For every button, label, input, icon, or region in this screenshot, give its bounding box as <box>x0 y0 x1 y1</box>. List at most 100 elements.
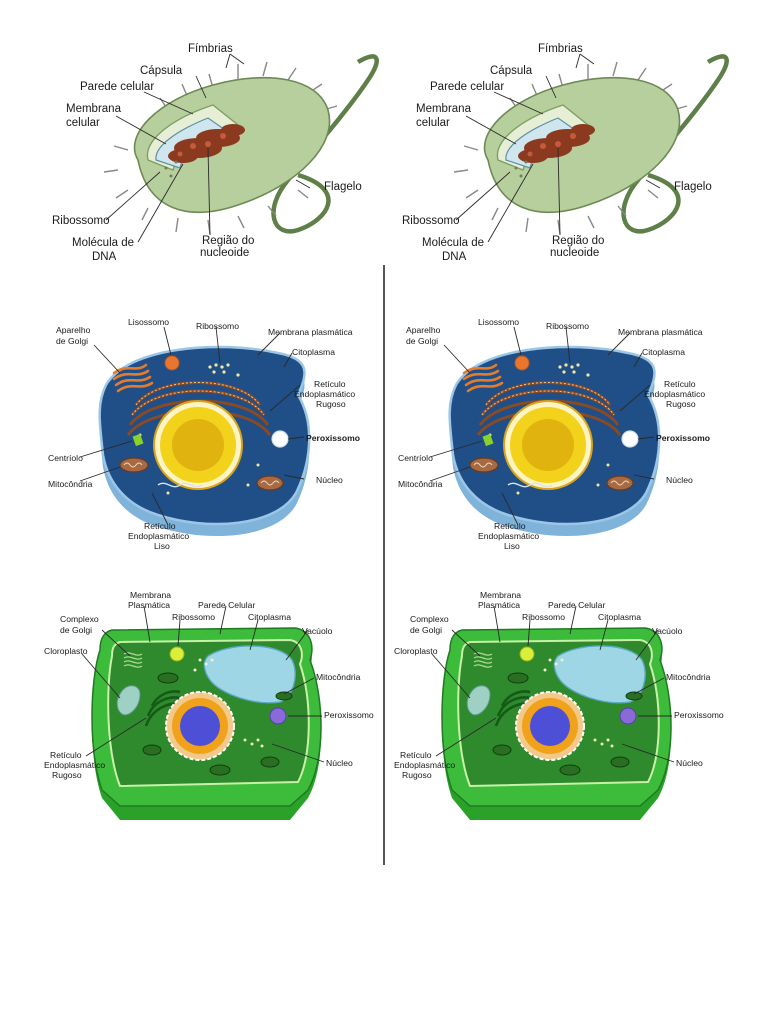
label-membrana-2: Plasmática <box>128 600 170 610</box>
golgi-apparatus <box>112 363 154 393</box>
label-ribossomo: Ribossomo <box>402 215 460 227</box>
label-parede-celular: Parede Celular <box>548 600 605 610</box>
label-rer-1: Retículo <box>50 750 82 760</box>
label-golgi-2: de Golgi <box>410 625 442 635</box>
label-vacuolo: Vacúolo <box>652 626 683 636</box>
label-membrana-plasmatica: Membrana plasmática <box>618 327 703 337</box>
bacteria-leaders <box>105 53 311 243</box>
label-membrana-1: Membrana <box>480 590 521 600</box>
mitochondria <box>119 457 284 491</box>
label-golgi-2: de Golgi <box>56 336 88 346</box>
label-ribossomo: Ribossomo <box>546 321 589 331</box>
label-dna-1: Molécula de <box>422 237 484 249</box>
centriole <box>132 433 144 447</box>
vacuole <box>553 645 646 704</box>
label-rer-3: Rugoso <box>666 399 696 409</box>
plant-ribosomes <box>543 658 614 748</box>
label-membrana-1: Membrana <box>66 103 122 115</box>
label-rer-2: Endoplasmático <box>294 389 355 399</box>
chloroplast <box>116 685 141 716</box>
label-citoplasma: Citoplasma <box>292 347 335 357</box>
label-rer-2: Endoplasmático <box>44 760 105 770</box>
smooth-er <box>507 482 553 488</box>
label-peroxissomo: Peroxissomo <box>656 433 710 443</box>
vacuole <box>203 645 296 704</box>
label-membrana-2: Plasmática <box>478 600 520 610</box>
label-rer-3: Rugoso <box>52 770 82 780</box>
nucleoid-dna-highlights <box>177 133 226 157</box>
label-citoplasma: Citoplasma <box>642 347 685 357</box>
animal-ribosomes <box>138 363 260 495</box>
bacteria-svg: Fímbrias Cápsula Parede celular Membrana… <box>402 43 729 263</box>
label-ribossomo: Ribossomo <box>196 321 239 331</box>
label-dna-2: DNA <box>442 251 467 263</box>
ribosomes <box>164 160 178 178</box>
rough-er-ribosomes <box>131 382 265 416</box>
plant-leaders <box>81 605 325 763</box>
bacteria-diagram-right: Fímbrias Cápsula Parede celular Membrana… <box>398 40 738 265</box>
label-parede-celular: Parede celular <box>430 81 504 93</box>
label-membrana-1: Membrana <box>130 590 171 600</box>
label-golgi-2: de Golgi <box>406 336 438 346</box>
plant-peroxisome <box>269 707 287 725</box>
label-rel-1: Retículo <box>144 521 176 531</box>
label-golgi-2: de Golgi <box>60 625 92 635</box>
label-capsula: Cápsula <box>490 65 533 77</box>
chloroplast <box>466 685 491 716</box>
label-rer-1: Retículo <box>400 750 432 760</box>
label-golgi-1: Complexo <box>60 614 99 624</box>
label-dna-1: Molécula de <box>72 237 134 249</box>
plant-cell-svg: Membrana Plasmática Parede Celular Compl… <box>44 590 374 820</box>
plant-cell-svg: Membrana Plasmática Parede Celular Compl… <box>394 590 724 820</box>
label-rel-3: Liso <box>504 541 520 551</box>
animal-cell-diagram-right: Aparelho de Golgi Lisossomo Ribossomo Me… <box>398 315 718 555</box>
label-rel-2: Endoplasmático <box>478 531 539 541</box>
centriole <box>482 433 494 447</box>
label-citoplasma: Citoplasma <box>248 612 291 622</box>
label-citoplasma: Citoplasma <box>598 612 641 622</box>
plant-cell-diagram-right: Membrana Plasmática Parede Celular Compl… <box>390 590 724 830</box>
plant-vesicle <box>519 646 535 662</box>
label-rel-1: Retículo <box>494 521 526 531</box>
plant-peroxisome <box>619 707 637 725</box>
label-membrana-1: Membrana <box>416 103 472 115</box>
bacteria-diagram-left: Fímbrias Cápsula Parede celular Membrana… <box>48 40 388 265</box>
label-nucleoide-2: nucleoide <box>200 247 249 259</box>
label-membrana-2: celular <box>66 117 100 129</box>
label-rer-3: Rugoso <box>402 770 432 780</box>
label-fimbrias: Fímbrias <box>188 43 233 55</box>
label-rer-2: Endoplasmático <box>394 760 455 770</box>
label-lisossomo: Lisossomo <box>128 317 169 327</box>
nucleoid-dna <box>168 124 245 163</box>
plant-cell-diagram-left: Membrana Plasmática Parede Celular Compl… <box>40 590 374 830</box>
label-nucleoide-1: Região do <box>552 235 604 247</box>
label-rer-1: Retículo <box>664 379 696 389</box>
label-ribossomo: Ribossomo <box>522 612 565 622</box>
label-capsula: Cápsula <box>140 65 183 77</box>
plant-mitochondria <box>142 672 293 776</box>
plant-ribosomes <box>193 658 264 748</box>
label-nucleo: Núcleo <box>676 758 703 768</box>
label-mitocondria: Mitocôndria <box>48 479 93 489</box>
animal-leaders <box>79 326 305 526</box>
label-rel-3: Liso <box>154 541 170 551</box>
label-peroxissomo: Peroxissomo <box>674 710 724 720</box>
peroxisome <box>621 430 639 448</box>
plant-golgi <box>473 652 493 668</box>
label-nucleoide-1: Região do <box>202 235 254 247</box>
label-parede-celular: Parede celular <box>80 81 154 93</box>
label-peroxissomo: Peroxissomo <box>306 433 360 443</box>
label-parede-celular: Parede Celular <box>198 600 255 610</box>
label-nucleo: Núcleo <box>666 475 693 485</box>
label-centriolo: Centríolo <box>48 453 83 463</box>
nucleolus <box>172 419 224 471</box>
label-mitocondria: Mitocôndria <box>666 672 711 682</box>
label-peroxissomo: Peroxissomo <box>324 710 374 720</box>
label-rel-2: Endoplasmático <box>128 531 189 541</box>
plant-golgi <box>123 652 143 668</box>
label-flagelo: Flagelo <box>324 181 362 193</box>
animal-cell-svg: Aparelho de Golgi Lisossomo Ribossomo Me… <box>48 317 360 551</box>
label-mitocondria: Mitocôndria <box>398 479 443 489</box>
label-rer-3: Rugoso <box>316 399 346 409</box>
